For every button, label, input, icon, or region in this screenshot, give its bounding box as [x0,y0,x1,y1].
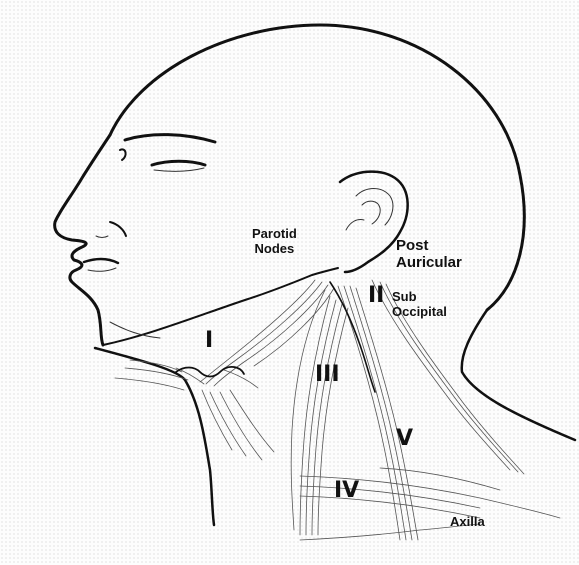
eyebrow [125,135,215,142]
post-auricular-label: Post Auricular [396,238,462,270]
sub-occipital-label: Sub Occipital [392,290,447,318]
post-auricular-line2: Auricular [396,255,462,270]
eye [152,161,205,165]
back-neck-line [462,310,575,440]
parotid-label-line1: Parotid [252,227,297,240]
front-neck-line [95,348,214,525]
post-auricular-line1: Post [396,238,462,253]
sub-occipital-line1: Sub [392,290,447,303]
parotid-nodes-label: Parotid Nodes [252,227,297,255]
sub-occipital-line2: Occipital [392,305,447,318]
level-iv-label: IV [334,480,359,502]
axilla-label: Axilla [450,515,485,528]
head-outline [110,25,524,310]
level-ii-label: II [368,285,384,307]
level-iii-label: III [315,364,340,386]
parotid-label-line2: Nodes [252,242,297,255]
level-v-label: V [396,428,413,450]
face-profile [55,135,110,345]
level-i-label: I [205,330,213,352]
